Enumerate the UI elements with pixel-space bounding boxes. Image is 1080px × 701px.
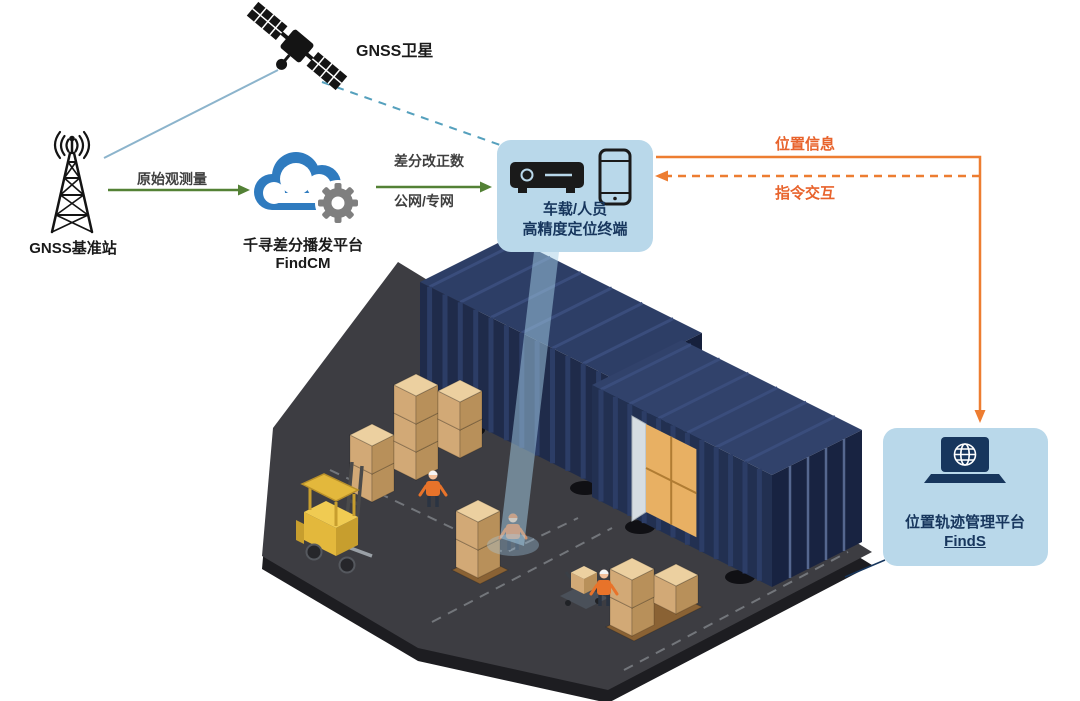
platform-top: [262, 262, 872, 690]
worker-figure: [589, 569, 619, 606]
management-platform-product: FindS: [944, 533, 986, 550]
cloud-icon: [254, 152, 361, 226]
base-station-label: GNSS基准站: [29, 240, 117, 257]
correction-label-line1: 差分改正数: [394, 153, 464, 169]
terminal-label-line1: 车载/人员: [542, 201, 608, 218]
container-2: [592, 340, 862, 587]
command-interaction-arrow: [655, 170, 980, 182]
management-platform-name: 位置轨迹管理平台: [904, 514, 1026, 531]
finds-callout-line: [844, 559, 886, 578]
cloud-platform-name: 千寻差分播发平台: [242, 237, 364, 254]
satellite-label: GNSS卫星: [356, 43, 434, 60]
positioning-beam: [500, 252, 559, 546]
position-info-label: 位置信息: [774, 136, 836, 153]
smartphone-icon: [598, 148, 632, 206]
pallet-center: [450, 499, 510, 585]
forklift: [296, 461, 373, 574]
pallet-right: [604, 557, 704, 642]
connector-lines: [103, 69, 986, 423]
worker-figure: [418, 470, 448, 507]
raw-observation-label: 原始观测量: [137, 171, 207, 187]
raw-observation-arrow: [108, 184, 250, 196]
correction-label-line2: 公网/专网: [394, 193, 454, 209]
finds-card: [844, 428, 1048, 578]
vehicle-terminal-icon: [510, 162, 584, 193]
cloud-platform-product: FindCM: [275, 255, 331, 272]
container-open-door: [631, 415, 697, 538]
gear-icon: [315, 180, 361, 226]
base-station-icon: [50, 130, 94, 234]
position-info-arrow: [656, 155, 986, 423]
beam-floor-glow: [487, 534, 539, 556]
terminal-card: [497, 140, 653, 252]
terminal-label-line2: 高精度定位终端: [522, 221, 628, 238]
pallet-stacks: [348, 373, 484, 503]
correction-arrow: [376, 181, 492, 193]
warehouse-scene: [262, 237, 872, 701]
satellite-to-terminal-dashed-line: [321, 81, 504, 147]
satellite-icon: [246, 1, 348, 91]
laptop-globe-icon: [924, 437, 1006, 483]
satellite-to-base-line: [103, 69, 279, 159]
floor-lane-markings: [329, 469, 849, 671]
command-interaction-label: 指令交互: [774, 185, 836, 202]
